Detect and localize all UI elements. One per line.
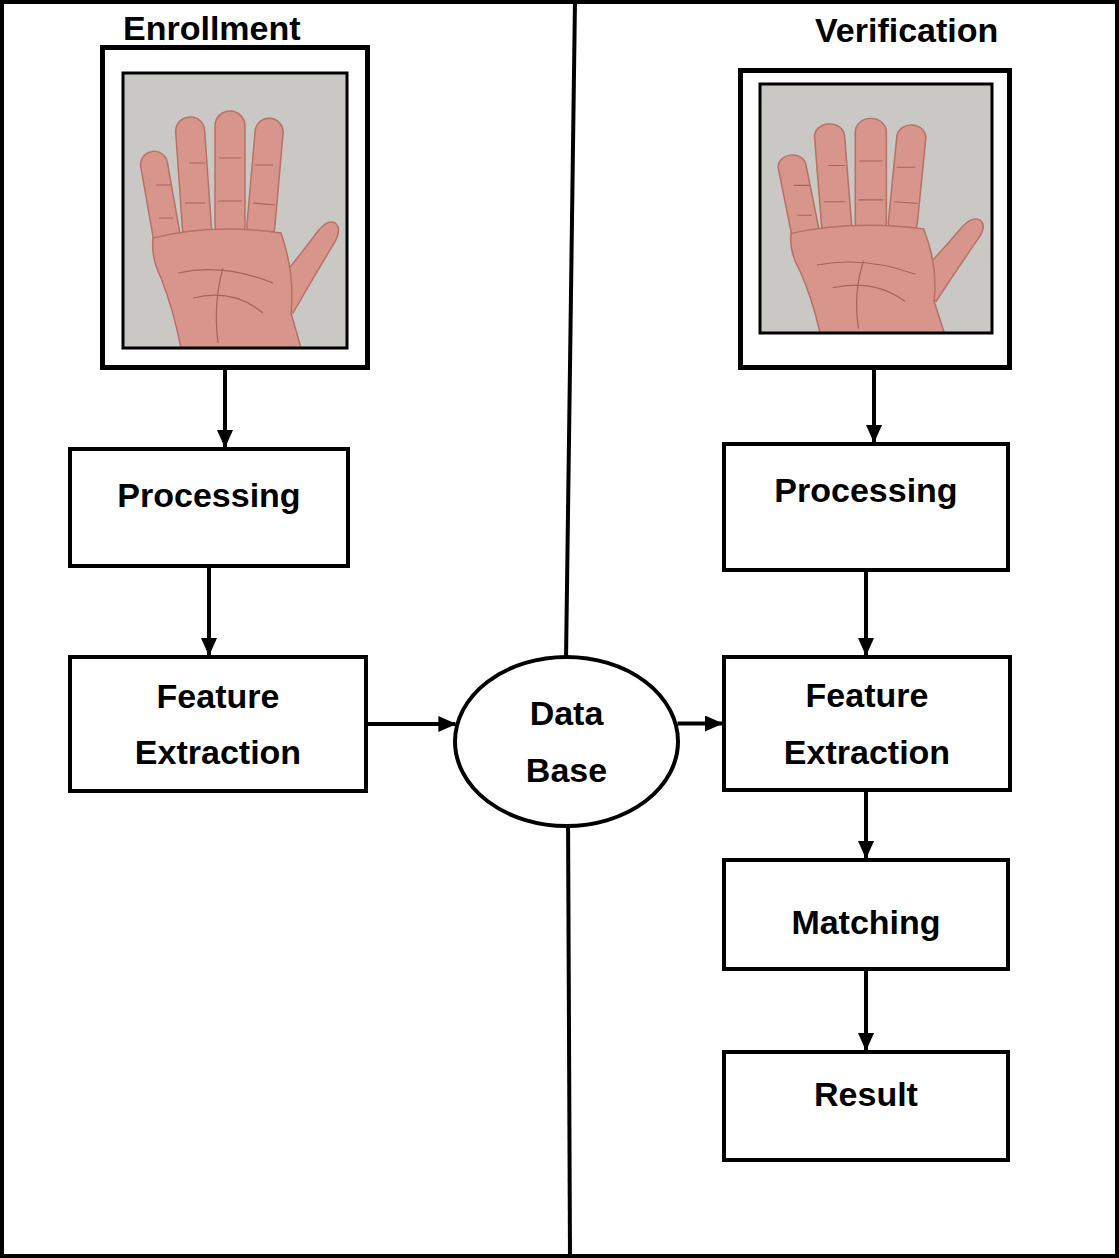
box-label: Result — [814, 1066, 918, 1122]
box-label: Processing — [117, 467, 300, 523]
flow-arrow — [678, 722, 722, 726]
flow-arrow — [207, 568, 211, 655]
box-label: Data Base — [512, 685, 622, 797]
process-box: Processing — [68, 447, 350, 568]
flow-arrow — [872, 370, 876, 442]
process-box: Feature Extraction — [68, 655, 368, 793]
flow-arrow — [223, 370, 227, 447]
process-box: Feature Extraction — [722, 655, 1012, 792]
process-box: Result — [722, 1050, 1010, 1162]
process-box: Matching — [722, 858, 1010, 971]
divider-line — [566, 0, 575, 660]
hand-image — [123, 73, 347, 348]
hand-image — [760, 84, 992, 333]
database-ellipse: Data Base — [453, 655, 680, 828]
box-label: Feature Extraction — [108, 668, 328, 780]
flow-arrow — [368, 722, 455, 726]
section-heading: Verification — [815, 12, 998, 49]
box-label: Feature Extraction — [757, 667, 977, 779]
ellipse-outline — [453, 655, 680, 828]
image-box: Verification — [738, 68, 1012, 370]
flow-arrow — [864, 792, 868, 858]
flow-arrow — [864, 572, 868, 655]
image-frame — [760, 84, 992, 333]
section-heading: Enrollment — [123, 10, 301, 47]
divider-line — [568, 810, 570, 1258]
ellipse-shape — [455, 657, 678, 826]
flow-arrow — [864, 971, 868, 1050]
image-frame — [123, 73, 347, 348]
box-label: Matching — [791, 894, 940, 950]
process-box: Processing — [722, 442, 1010, 572]
box-label: Processing — [774, 462, 957, 518]
image-box: Enrollment — [100, 45, 370, 370]
